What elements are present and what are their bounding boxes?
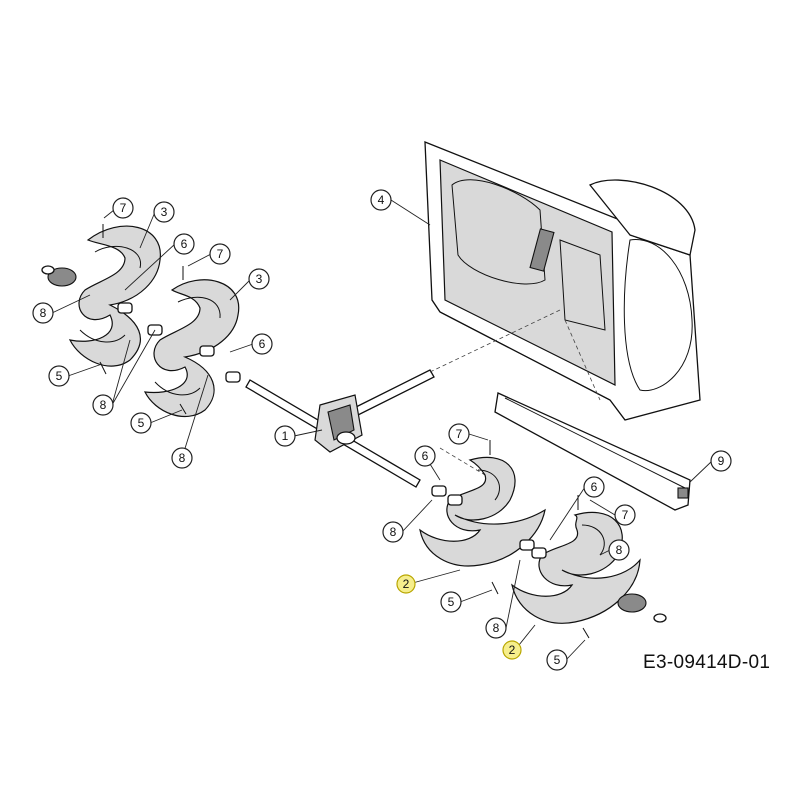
callout-5-right-lower: 5 [546, 649, 568, 671]
svg-text:5: 5 [56, 369, 63, 383]
cross-bar [494, 392, 691, 511]
auger-housing [424, 141, 701, 421]
right-auger-outer [511, 511, 641, 624]
callout-6-right-mid: 6 [583, 476, 605, 498]
callout-6-right-upper: 6 [414, 445, 436, 467]
callout-2-highlight-upper: 2 [396, 574, 416, 594]
svg-text:3: 3 [256, 272, 263, 286]
drawing-code: E3-09414D-01 [643, 652, 771, 673]
svg-text:2: 2 [509, 643, 516, 657]
svg-text:8: 8 [616, 543, 623, 557]
svg-text:5: 5 [554, 653, 561, 667]
left-auger-outer [68, 225, 161, 367]
callout-8-left-lower: 8 [171, 447, 193, 469]
svg-text:8: 8 [390, 525, 397, 539]
svg-text:5: 5 [138, 416, 145, 430]
callout-9-crossbar: 9 [710, 450, 732, 472]
svg-text:7: 7 [622, 508, 629, 522]
callout-5-left-upper: 5 [48, 365, 70, 387]
svg-text:2: 2 [403, 577, 410, 591]
callout-6-left-mid: 6 [251, 333, 273, 355]
svg-text:4: 4 [378, 193, 385, 207]
svg-text:3: 3 [161, 205, 168, 219]
callout-7-left-upper: 7 [112, 197, 134, 219]
svg-text:8: 8 [493, 621, 500, 635]
callout-8-left-mid: 8 [92, 394, 114, 416]
right-auger-inner [419, 456, 546, 567]
svg-text:8: 8 [100, 398, 107, 412]
svg-text:7: 7 [456, 427, 463, 441]
svg-text:9: 9 [718, 454, 725, 468]
svg-text:8: 8 [40, 306, 47, 320]
callout-7-left-mid: 7 [209, 243, 231, 265]
callout-7-right-upper: 7 [448, 423, 470, 445]
svg-text:7: 7 [217, 247, 224, 261]
callout-6-left-upper: 6 [173, 233, 195, 255]
left-hub-parts [41, 224, 241, 415]
callout-2-highlight-lower: 2 [502, 640, 522, 660]
svg-text:6: 6 [181, 237, 188, 251]
right-hub-parts [431, 440, 667, 639]
left-auger-inner [143, 279, 240, 418]
callout-8-left-hub: 8 [32, 302, 54, 324]
callout-5-left-lower: 5 [130, 412, 152, 434]
svg-text:5: 5 [448, 595, 455, 609]
callout-5-right-upper: 5 [440, 591, 462, 613]
svg-text:7: 7 [120, 201, 127, 215]
callout-4-housing: 4 [370, 189, 392, 211]
callout-8-right-mid: 8 [608, 539, 630, 561]
leader-lines [51, 199, 713, 661]
svg-text:6: 6 [591, 480, 598, 494]
callout-1-shaft: 1 [274, 425, 296, 447]
callout-8-right-upper: 8 [382, 521, 404, 543]
gearbox [314, 394, 363, 453]
callout-3-left-upper: 3 [153, 201, 175, 223]
svg-text:6: 6 [422, 449, 429, 463]
svg-text:1: 1 [282, 429, 289, 443]
svg-text:6: 6 [259, 337, 266, 351]
callout-3-left-mid: 3 [248, 268, 270, 290]
callout-7-right-mid: 7 [614, 504, 636, 526]
callout-8-right-lower: 8 [485, 617, 507, 639]
svg-text:8: 8 [179, 451, 186, 465]
